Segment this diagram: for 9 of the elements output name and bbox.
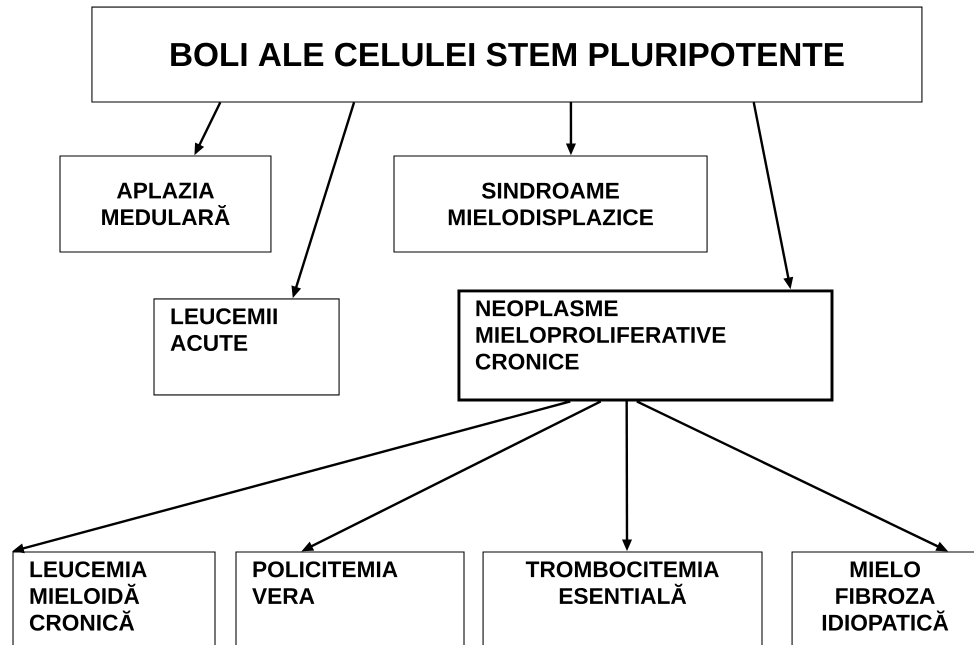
disease-box: TROMBOCITEMIA ESENTIALĂ xyxy=(482,551,763,645)
disease-box: MIELO FIBROZA IDIOPATICĂ xyxy=(792,551,974,645)
disease-box: SINDROAME MIELODISPLAZICE xyxy=(393,155,708,253)
disease-box: LEUCEMII ACUTE xyxy=(153,298,340,396)
disease-box: APLAZIA MEDULARĂ xyxy=(59,155,272,253)
disease-box: LEUCEMIA MIELOIDĂ CRONICĂ xyxy=(12,551,216,645)
disease-box: POLICITEMIA VERA xyxy=(235,551,465,645)
disease-box: NEOPLASME MIELOPROLIFERATIVE CRONICE xyxy=(457,289,834,402)
title-box: BOLI ALE CELULEI STEM PLURIPOTENTE xyxy=(91,6,922,103)
